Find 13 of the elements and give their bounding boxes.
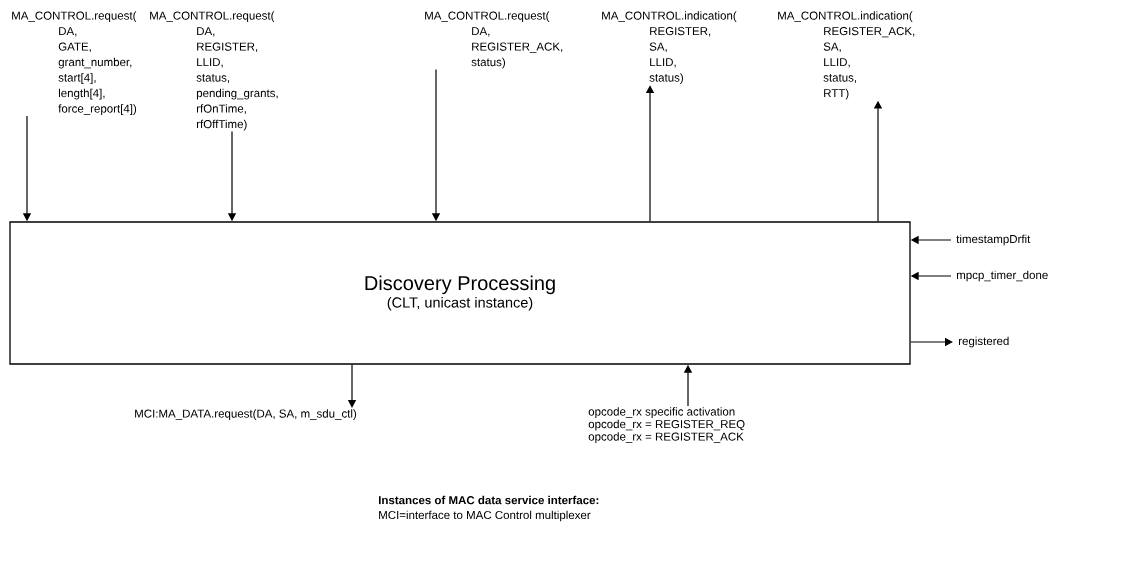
primitive-label: MA_CONTROL.request( DA, GATE, grant_number, start[4], length[4], force_report[4]) [12,11,137,115]
signal-label: timestampDrfit [956,234,1031,246]
signal-label: mpcp_timer_done [957,270,1048,282]
signal-label: MCI:MA_DATA.request(DA, SA, m_sdu_ctl) [135,409,357,420]
primitive-label: MA_CONTROL.indication( REGISTER, SA, LLID, status) [602,11,737,84]
note-text: MCI=interface to MAC Control multiplexer [379,510,591,522]
primitive-label: MA_CONTROL.request( DA, REGISTER, LLID, status, pending_grants, rfOnTime, rfOffTime) [150,11,278,131]
activation-label: opcode_rx specific activation opcode_rx = REGISTER_REQ opcode_rx = REGISTER_ACK [588,407,745,443]
signal-label: registered [959,336,1009,348]
primitive-label: MA_CONTROL.indication( REGISTER_ACK, SA, LLID, status, RTT) [778,11,915,100]
note-text: Instances of MAC data service interface: [378,495,599,505]
process-box: Discovery Processing (CLT, unicast instance) [9,221,911,365]
primitive-label: MA_CONTROL.request( DA, REGISTER_ACK, status) [425,11,563,69]
